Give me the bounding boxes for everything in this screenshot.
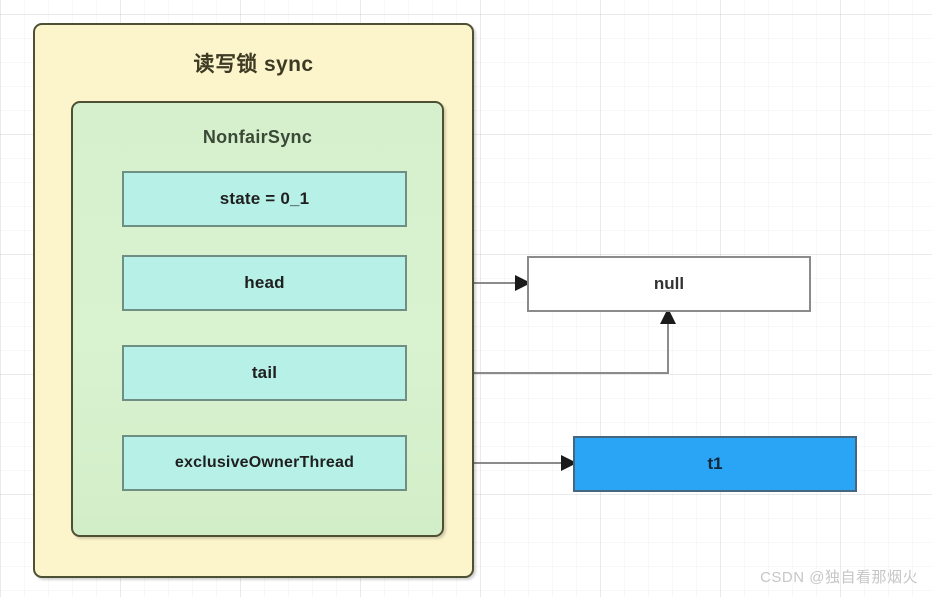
field-exclusive-owner-thread: exclusiveOwnerThread (122, 435, 407, 491)
field-state: state = 0_1 (122, 171, 407, 227)
field-state-label: state = 0_1 (219, 189, 310, 208)
page-title: 读写锁 sync (193, 53, 314, 76)
thread-node-t1: t1 (573, 436, 857, 492)
csdn-watermark: CSDN @独自看那烟火 (760, 569, 918, 586)
null-node: null (527, 256, 811, 312)
field-tail-label: tail (251, 363, 278, 382)
null-node-label: null (653, 274, 685, 293)
nonfairsync-title: NonfairSync (202, 127, 313, 147)
field-tail: tail (122, 345, 407, 401)
field-head-label: head (244, 273, 285, 292)
field-head: head (122, 255, 407, 311)
field-exclusive-owner-thread-label: exclusiveOwnerThread (174, 454, 355, 471)
thread-node-t1-label: t1 (707, 454, 723, 473)
